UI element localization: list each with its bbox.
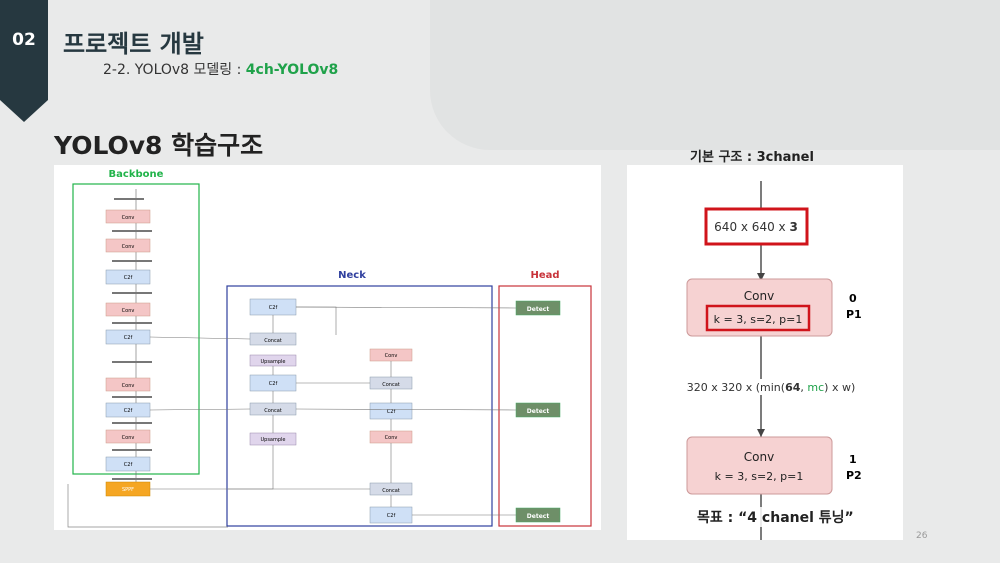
backbone-block: Conv — [105, 209, 151, 224]
slide-heading: YOLOv8 학습구조 — [54, 131, 264, 160]
svg-text:Conv: Conv — [122, 383, 135, 389]
svg-text:Conv: Conv — [385, 435, 398, 441]
subtitle-highlight: 4ch-YOLOv8 — [245, 62, 339, 78]
svg-text:C2f: C2f — [124, 462, 133, 468]
background-decoration — [430, 0, 1000, 150]
svg-text:Concat: Concat — [264, 338, 282, 344]
block1-index: 0 — [849, 292, 857, 305]
svg-text:Upsample: Upsample — [260, 437, 285, 443]
neck-block: C2f — [369, 402, 413, 420]
svg-text:C2f: C2f — [124, 408, 133, 414]
svg-text:C2f: C2f — [269, 305, 278, 311]
svg-text:C2f: C2f — [269, 381, 278, 387]
backbone-block: C2f — [105, 402, 151, 418]
neck-block: Upsample — [249, 354, 297, 367]
sppf-block: SPPF — [105, 481, 151, 497]
neck-block: C2f — [249, 298, 297, 316]
neck-block: Upsample — [249, 432, 297, 446]
neck-block: Concat — [249, 332, 297, 346]
svg-text:Detect: Detect — [527, 306, 550, 313]
svg-text:Concat: Concat — [382, 488, 400, 494]
svg-text:640 x 640 x 3: 640 x 640 x 3 — [714, 220, 798, 234]
conv-block-1: Conv k = 3, s=2, p=1 — [686, 278, 833, 337]
conv-block-2: Conv k = 3, s=2, p=1 — [686, 436, 833, 495]
neck-block: Concat — [369, 482, 413, 496]
svg-text:SPPF: SPPF — [122, 487, 134, 493]
svg-text:Conv: Conv — [122, 215, 135, 221]
svg-text:Concat: Concat — [382, 382, 400, 388]
conv-detail-diagram: 640 x 640 x 3 Conv k = 3, s=2, p=1 0 P1 … — [627, 165, 903, 540]
svg-text:k = 3, s=2, p=1: k = 3, s=2, p=1 — [714, 313, 803, 326]
detect-block: Detect — [515, 300, 561, 316]
input-shape-box: 640 x 640 x 3 — [704, 207, 809, 246]
svg-text:Concat: Concat — [264, 408, 282, 414]
svg-text:Detect: Detect — [527, 513, 550, 520]
neck-frame — [226, 285, 493, 527]
section-badge: 02 — [0, 0, 48, 122]
neck-block: Concat — [249, 402, 297, 416]
neck-label: Neck — [338, 270, 366, 281]
block2-index: 1 — [849, 453, 857, 466]
backbone-block: C2f — [105, 329, 151, 345]
backbone-label: Backbone — [109, 169, 164, 180]
backbone-block: C2f — [105, 269, 151, 285]
svg-text:C2f: C2f — [387, 513, 396, 519]
svg-text:C2f: C2f — [124, 335, 133, 341]
neck-block: Concat — [369, 376, 413, 390]
svg-text:Conv: Conv — [122, 435, 135, 441]
svg-text:C2f: C2f — [124, 275, 133, 281]
backbone-block: Conv — [105, 429, 151, 444]
block2-level: P2 — [846, 469, 862, 482]
head-label: Head — [530, 270, 559, 281]
conv-params-highlight — [705, 304, 811, 332]
svg-text:320 x 320 x (min(64, mc) x w): 320 x 320 x (min(64, mc) x w) — [687, 381, 856, 394]
backbone-block: Conv — [105, 377, 151, 392]
goal-text: 목표 : “4 chanel 튜닝” — [693, 507, 858, 527]
neck-block: C2f — [369, 506, 413, 524]
svg-text:Conv: Conv — [385, 353, 398, 359]
page-number: 26 — [916, 531, 928, 541]
neck-block: Conv — [369, 430, 413, 444]
svg-text:Upsample: Upsample — [260, 359, 285, 365]
yolov8-architecture-diagram: Backbone Neck Head Conv Conv C2f Conv C2… — [54, 165, 601, 530]
section-number: 02 — [12, 30, 36, 50]
svg-text:Conv: Conv — [744, 289, 774, 303]
svg-text:k = 3, s=2, p=1: k = 3, s=2, p=1 — [715, 470, 804, 483]
detect-block: Detect — [515, 402, 561, 418]
svg-text:C2f: C2f — [387, 409, 396, 415]
mid-shape-label: 320 x 320 x (min(64, mc) x w) — [681, 379, 861, 395]
right-diagram-title: 기본 구조 : 3chanel — [690, 150, 814, 165]
neck-block: C2f — [249, 374, 297, 392]
backbone-block: C2f — [105, 456, 151, 472]
block1-level: P1 — [846, 308, 862, 321]
svg-text:Conv: Conv — [122, 308, 135, 314]
subtitle-prefix: 2-2. YOLOv8 모델링 : — [103, 62, 246, 78]
neck-block: Conv — [369, 348, 413, 362]
backbone-block: Conv — [105, 302, 151, 317]
section-title: 프로젝트 개발 — [63, 30, 204, 58]
svg-text:Conv: Conv — [744, 450, 774, 464]
section-subtitle: 2-2. YOLOv8 모델링 : 4ch-YOLOv8 — [103, 59, 338, 79]
svg-text:Detect: Detect — [527, 408, 550, 415]
backbone-block: Conv — [105, 238, 151, 253]
svg-text:Conv: Conv — [122, 244, 135, 250]
head-frame — [498, 285, 592, 527]
detect-block: Detect — [515, 507, 561, 523]
